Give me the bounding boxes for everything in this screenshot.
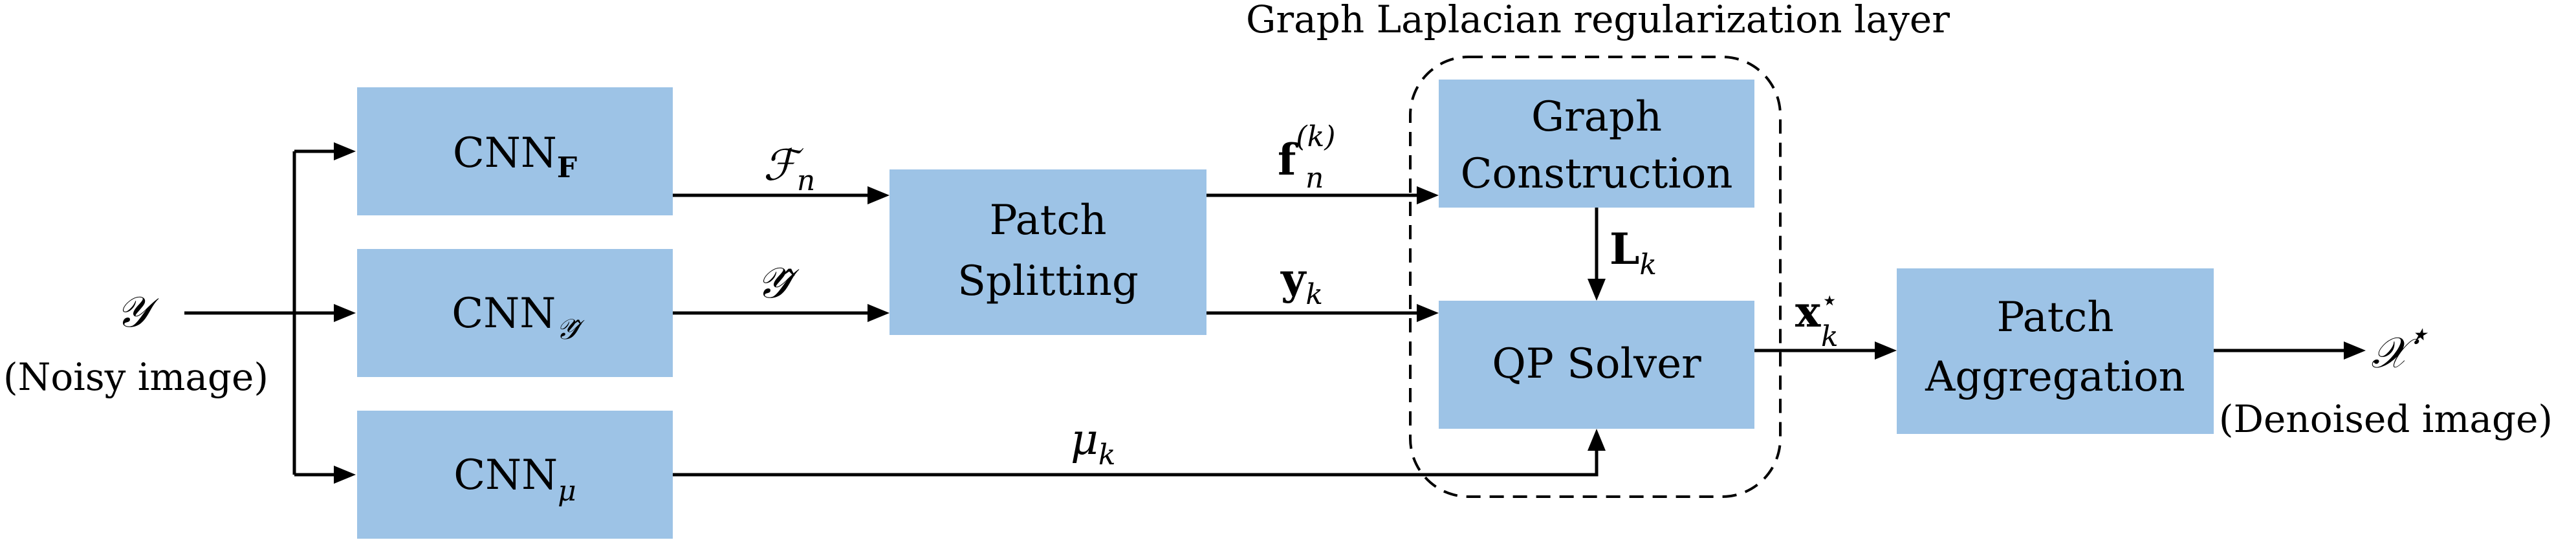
input-symbol: 𝒴 [116, 287, 159, 337]
patch-aggregation-line2: Aggregation [1925, 353, 2185, 401]
y-k-arrowhead [1417, 304, 1439, 322]
output-symbol-label: 𝒳⋆ [2371, 315, 2429, 378]
cnn-yhat-box [357, 249, 673, 377]
x-k-arrowhead [1875, 341, 1897, 360]
qp-solver-label: QP Solver [1492, 340, 1701, 388]
cnn-f-box [357, 87, 673, 215]
mu-k-line [673, 448, 1599, 477]
output-arrowhead [2344, 341, 2366, 360]
graph-construction-line2: Construction [1461, 150, 1733, 198]
cnn-f-label: CNNF [453, 129, 577, 184]
patch-aggregation-line1: Patch [1996, 294, 2113, 341]
to-cnn-mu-arrowhead [334, 466, 356, 484]
x-k-sup: ⋆ [1820, 284, 1839, 317]
y-k-sub: k [1305, 278, 1323, 311]
f-nk-arrowhead [1417, 186, 1439, 204]
graph-construction-box [1439, 80, 1754, 208]
y-k-label: yk [1280, 254, 1323, 311]
cnn-mu-base: CNN [453, 451, 558, 499]
qp-solver-box [1439, 301, 1754, 429]
f-nk-sup: (k) [1296, 120, 1335, 153]
x-k-sub: k [1821, 320, 1839, 353]
patch-splitting-line2: Splitting [957, 257, 1139, 305]
x-k-base: x [1795, 286, 1821, 337]
glr-layer-region [1409, 56, 1782, 498]
laplacian-sub: k [1639, 248, 1657, 281]
mu-k-base: μ [1071, 415, 1098, 464]
patch-splitting-box [890, 169, 1206, 335]
f-nk-label: f(k) n [1278, 120, 1335, 195]
to-cnn-f-arrowhead [334, 142, 356, 160]
laplacian-label: Lk [1610, 224, 1657, 281]
cnn-yhat-base: CNN [452, 290, 556, 338]
laplacian-arrowhead [1588, 279, 1606, 301]
input-caption: (Noisy image) [3, 355, 268, 399]
output-superscript: ⋆ [2408, 315, 2429, 354]
mu-k-label: μk [1071, 415, 1116, 471]
y-k-base: y [1280, 254, 1307, 304]
patch-splitting-line1: Patch [989, 197, 1106, 244]
patch-aggregation-box [1897, 268, 2214, 434]
cnn-mu-label: CNNμ [453, 451, 576, 508]
graph-construction-line1: Graph [1531, 93, 1662, 141]
f-nk-base: f [1278, 135, 1298, 185]
diagram-title: Graph Laplacian regularization layer [1246, 0, 1950, 41]
features-label: ℱn [763, 140, 815, 197]
f-nk-sub: n [1305, 162, 1324, 195]
to-cnn-yhat-arrowhead [334, 304, 356, 322]
mu-k-sub: k [1098, 438, 1116, 471]
cnn-f-base: CNN [453, 129, 557, 177]
cnn-mu-subscript: μ [558, 475, 576, 508]
cnn-mu-box [357, 411, 673, 539]
output-caption: (Denoised image) [2219, 397, 2553, 441]
features-sub: n [797, 164, 815, 197]
y-hat-arrowhead [868, 304, 890, 322]
x-k-label: x⋆k [1795, 284, 1839, 353]
y-hat-label: 𝒴̂ [756, 258, 800, 308]
mu-k-arrowhead [1588, 429, 1606, 451]
features-arrowhead [868, 186, 890, 204]
laplacian-base: L [1610, 224, 1639, 274]
cnn-f-subscript: F [557, 151, 577, 184]
